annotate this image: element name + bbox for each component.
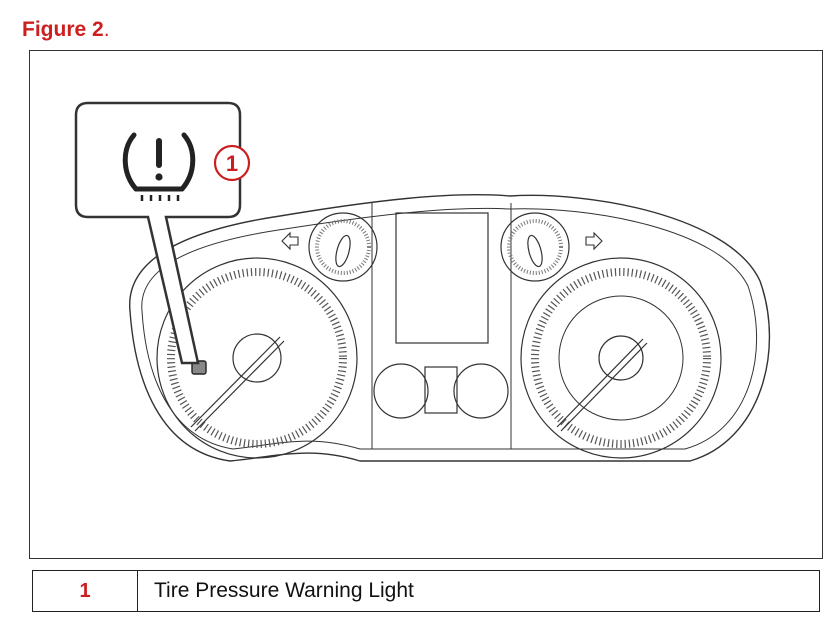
right-turn-arrow-icon [585,231,603,251]
callout-box [74,101,242,365]
left-large-gauge [156,257,358,459]
right-large-gauge [520,257,722,459]
instrument-cluster-diagram: 1 [74,101,771,462]
lower-right-knob [453,363,509,419]
lower-left-knob [373,363,429,419]
callout-marker-number: 1 [226,151,238,176]
lower-center-button [424,366,458,414]
callout-marker-circle [213,144,251,182]
figure-title-suffix: . [103,18,110,41]
legend-description-cell: Tire Pressure Warning Light [154,579,414,602]
cluster-outer-housing [129,194,771,462]
tire-pressure-warning-icon [122,132,196,201]
figure-title: Figure 2. [22,18,110,42]
figure-title-text: Figure 2 [22,18,104,41]
center-display [395,212,489,344]
top-left-small-gauge [308,212,378,282]
top-right-small-gauge [500,212,570,282]
cluster-inner-housing [141,207,758,450]
legend-table: 1 Tire Pressure Warning Light [32,570,820,612]
left-turn-arrow-icon [281,231,299,251]
diagram-frame: 1 [29,50,823,559]
legend-number-cell: 1 [33,571,138,611]
